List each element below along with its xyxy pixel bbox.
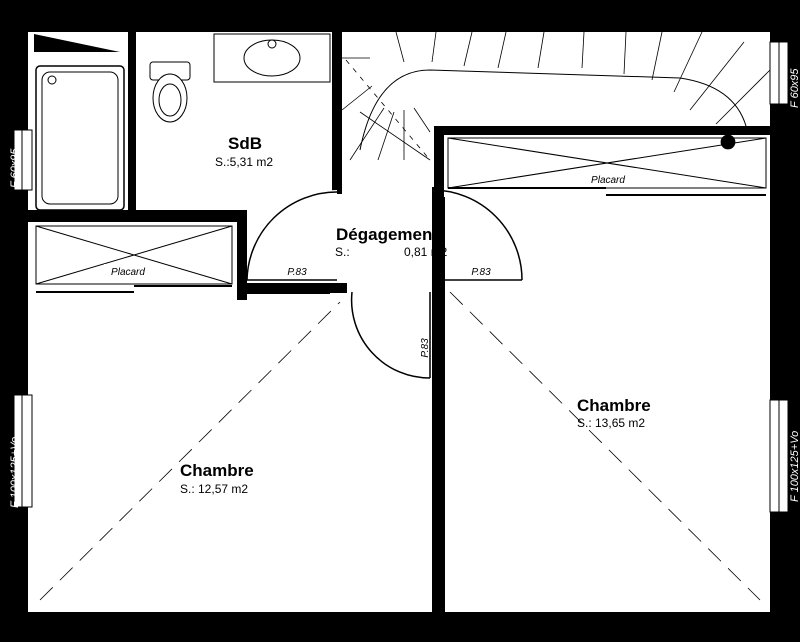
stair-step <box>431 31 437 63</box>
room-name-chambre-right: Chambre <box>577 396 651 415</box>
stair-handrail <box>359 69 747 151</box>
room-area-chambre-left: S.: 12,57 m2 <box>180 482 248 496</box>
stair-step <box>413 107 431 133</box>
chambre-left-diagonal <box>39 301 341 601</box>
corner-wedge <box>34 34 120 52</box>
door-label-center: P.83 <box>420 338 431 358</box>
window-sdb <box>13 129 33 191</box>
window-label-chambre-left: F 100x125+Vo <box>9 437 21 508</box>
door-center-swing <box>350 291 431 379</box>
placard-right-floor <box>444 133 770 197</box>
wall-bath-partition <box>128 32 136 212</box>
stair-step <box>623 31 627 75</box>
stair-step <box>537 31 545 69</box>
door-left-fill <box>247 190 337 283</box>
placard-right-label: Placard <box>591 175 625 186</box>
window-label-stairs: F 60x95 <box>789 68 800 108</box>
stair-step <box>377 111 395 161</box>
internal-walls <box>28 32 770 612</box>
placard-right-cross <box>447 137 767 189</box>
placard-right-label-bg <box>584 172 632 186</box>
doors <box>246 189 523 379</box>
sink <box>213 33 331 83</box>
stair-post <box>720 134 736 150</box>
wall-chambre-left-top <box>237 283 347 293</box>
room-name-sdb: SdB <box>228 134 262 153</box>
room-area-degagement: 0,81 m2 <box>404 245 448 259</box>
room-area-chambre-right: S.: 13,65 m2 <box>577 416 645 430</box>
stair-step <box>395 31 405 63</box>
room-name-degagement: Dégagement <box>336 225 438 244</box>
room-area-prefix-degagement: S.: <box>335 245 350 259</box>
stair-step <box>715 69 771 125</box>
stair-step <box>651 31 663 81</box>
room-floors <box>28 32 770 612</box>
placard-right-box <box>447 137 767 189</box>
wall-placard-right-left <box>434 126 444 190</box>
placard-left-label-bg <box>104 264 152 278</box>
window-label-sdb: F 60x95 <box>9 148 21 188</box>
toilet-seat <box>158 83 182 117</box>
sink-faucet <box>267 39 277 49</box>
window-chambre-left <box>13 394 33 508</box>
wall-chambres-divider <box>432 283 444 612</box>
bathtub <box>35 65 125 211</box>
windows <box>13 41 789 513</box>
wall-placard-right-top <box>434 126 770 135</box>
door-landing-floor <box>330 283 434 383</box>
stair-step <box>463 31 473 67</box>
placard-right <box>447 137 767 196</box>
ceiling-diagonals <box>39 291 761 601</box>
placard-left <box>35 225 233 293</box>
wall-placard-degagement <box>237 210 247 300</box>
placard-left-label: Placard <box>111 267 145 278</box>
placard-left-cross <box>35 225 233 285</box>
bathtub-drain <box>47 75 57 85</box>
wall-sdb-placard <box>28 210 246 222</box>
room-area-sdb: S.:5,31 m2 <box>215 155 273 169</box>
stair-cut <box>359 111 431 161</box>
bathtub-inner <box>41 71 119 205</box>
window-label-chambre-right: F 100x125+Vo <box>789 431 800 502</box>
stair-step <box>497 31 507 69</box>
chambre-right-diagonal <box>449 291 761 601</box>
chambre-right-floor <box>445 195 770 612</box>
door-label-left: P.83 <box>287 267 307 278</box>
placard-left-box <box>35 225 233 285</box>
door-label-right: P.83 <box>471 267 491 278</box>
stair-step <box>341 85 373 111</box>
toilet <box>149 61 191 123</box>
stair-step <box>673 31 703 93</box>
stair-step <box>581 31 585 69</box>
door-left-swing <box>246 191 338 281</box>
wall-sdb-stairs <box>332 32 342 194</box>
stair-step <box>689 41 745 111</box>
door-right-swing <box>431 189 523 281</box>
room-name-chambre-left: Chambre <box>180 461 254 480</box>
stair-step <box>349 107 385 161</box>
